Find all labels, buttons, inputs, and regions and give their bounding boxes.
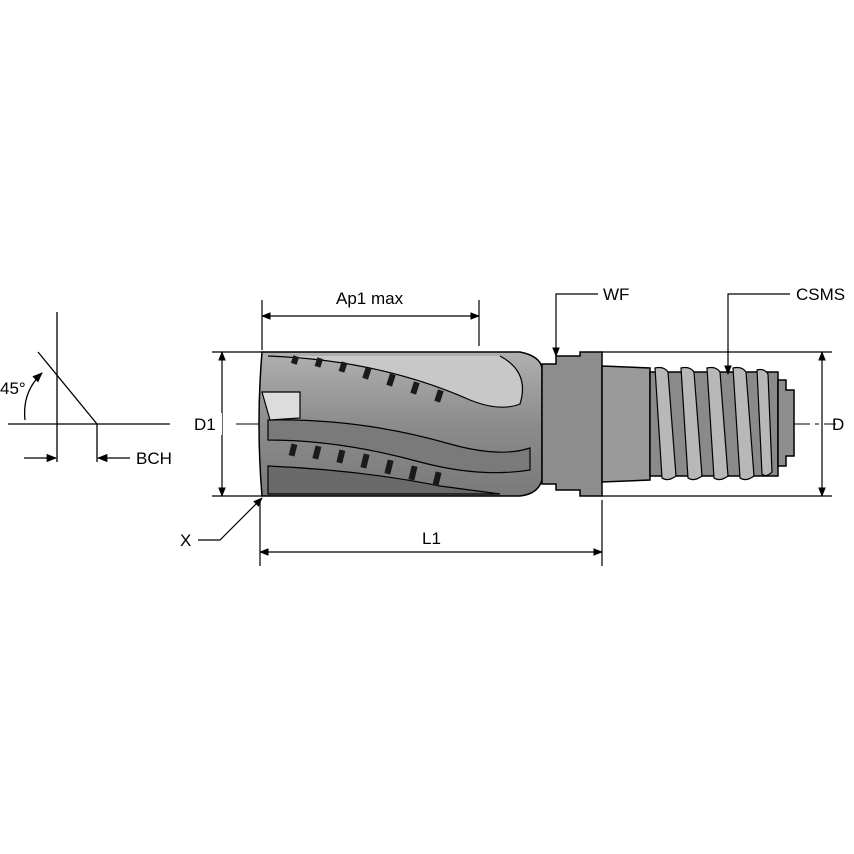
d-dimension: D [602,351,844,497]
l1-dimension: L1 [259,500,603,566]
end-mill-tool [258,351,795,497]
csms-leader: CSMS [724,285,845,375]
flute-tip-notch [261,391,301,421]
angle-arc [23,372,43,421]
flute-lower [267,465,501,495]
chamfer-detail: 45° BCH [0,312,172,468]
ap1-max-label: Ap1 max [336,289,404,308]
wf-leader: WF [552,285,629,357]
threaded-shank [601,365,651,483]
flute-middle [267,419,531,474]
wf-label: WF [603,285,629,304]
bch-label: BCH [136,449,172,468]
d1-dimension: D1 [194,351,262,497]
l1-label: L1 [422,529,441,548]
thread-ridges [654,366,773,481]
angle-label: 45° [0,379,26,398]
ap1-dimension: Ap1 max [261,289,480,350]
chip-breakers-upper [290,355,444,403]
chip-breakers-lower [288,443,442,487]
x-leader: X [180,497,263,550]
csms-label: CSMS [796,285,845,304]
chamfer-diagonal-line [37,351,98,425]
d-label: D [832,415,844,434]
x-label: X [180,531,191,550]
pilot-end [777,379,795,467]
d1-label: D1 [194,415,216,434]
wrench-flat-neck [541,351,603,497]
